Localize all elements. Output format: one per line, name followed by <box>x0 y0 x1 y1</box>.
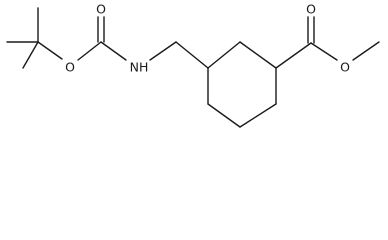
carbamate-group: O O NH <box>65 2 148 75</box>
ring-bond-1 <box>207 41 241 69</box>
cyclohexane-ring <box>207 41 277 128</box>
atom-o-ester-methyl: O <box>340 60 350 75</box>
methylene-linker <box>149 41 209 69</box>
tert-butyl-group <box>6 7 63 69</box>
ring-bond-4 <box>239 103 277 128</box>
bond-ester-carbon-to-oxygen <box>310 42 338 61</box>
atom-o-carbonyl-ester: O <box>306 2 316 17</box>
ring-bond-5 <box>207 103 241 128</box>
bond-oxygen-to-carbamate-carbon <box>77 41 102 61</box>
bond-tbu-to-oxygen <box>37 41 63 60</box>
atom-nh: NH <box>130 60 149 75</box>
atom-o-ester-tbu: O <box>65 60 75 75</box>
methyl-ester-group: O O <box>275 2 380 75</box>
bond-nitrogen-to-ch2 <box>149 41 177 61</box>
structural-formula: O O NH O O <box>6 2 380 128</box>
atom-o-carbonyl-carbamate: O <box>96 2 106 17</box>
bond-carbamate-carbon-to-nitrogen <box>100 41 127 61</box>
bond-ch2-to-ring <box>175 41 209 69</box>
ring-bond-2 <box>239 41 277 69</box>
bond-tbu-methyl-bottom <box>22 41 39 69</box>
bond-ring-to-ester-carbon <box>275 42 312 69</box>
bond-oxygen-to-methyl <box>352 41 380 61</box>
